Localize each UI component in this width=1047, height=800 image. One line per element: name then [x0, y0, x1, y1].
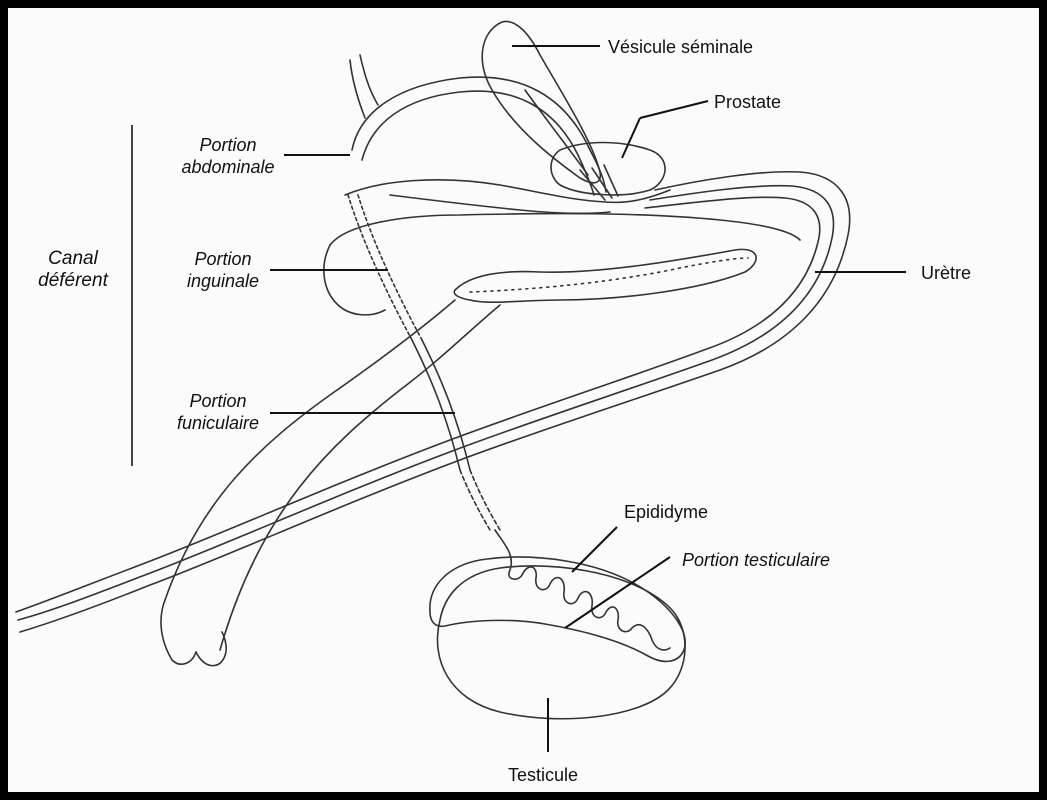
bladder-inner — [390, 195, 610, 213]
label-portion-inguinale-line1: Portion — [158, 248, 288, 270]
vas-deferens-abdominal-outer — [352, 77, 606, 192]
vas-deferens-upper-tail-2 — [360, 55, 378, 105]
leader-prostate-2 — [622, 118, 640, 158]
corpus-lower — [324, 245, 385, 315]
corpus-spongiosum-dots — [470, 258, 748, 292]
label-portion-abdominale: Portion abdominale — [158, 134, 298, 178]
bladder-outline — [345, 180, 670, 203]
corpus-spongiosum — [454, 249, 756, 302]
vas-inguinal-1 — [348, 195, 412, 340]
label-canal-deferent-line1: Canal — [18, 248, 128, 270]
leader-portion-testiculaire — [565, 557, 670, 628]
label-portion-inguinale-line2: inguinale — [158, 270, 288, 292]
vas-funicular-right — [422, 340, 470, 470]
label-portion-testiculaire: Portion testiculaire — [682, 549, 830, 571]
shaft-lower — [220, 305, 500, 650]
glans-right — [196, 632, 226, 666]
label-canal-deferent-line2: déférent — [18, 270, 128, 292]
label-uretre: Urètre — [921, 262, 971, 284]
label-portion-funiculaire-line2: funiculaire — [148, 412, 288, 434]
shaft-upper — [165, 300, 455, 600]
label-vesicule-seminale: Vésicule séminale — [608, 36, 753, 58]
label-testicule: Testicule — [508, 764, 578, 786]
testis-outline — [438, 566, 686, 719]
leader-epididyme — [572, 527, 617, 572]
label-prostate: Prostate — [714, 91, 781, 113]
label-portion-abdominale-line1: Portion — [158, 134, 298, 156]
label-portion-funiculaire-line1: Portion — [148, 390, 288, 412]
label-canal-deferent: Canal déférent — [18, 248, 128, 292]
diagram-frame: Vésicule séminale Prostate Urètre Epidid… — [8, 8, 1039, 792]
vas-lower-left — [460, 470, 490, 530]
label-epididyme: Epididyme — [624, 501, 708, 523]
label-portion-inguinale: Portion inguinale — [158, 248, 288, 292]
leader-prostate — [640, 101, 708, 118]
label-portion-abdominale-line2: abdominale — [158, 156, 298, 178]
corpus-upper — [330, 214, 800, 245]
glans-left — [161, 600, 196, 664]
label-portion-funiculaire: Portion funiculaire — [148, 390, 288, 434]
